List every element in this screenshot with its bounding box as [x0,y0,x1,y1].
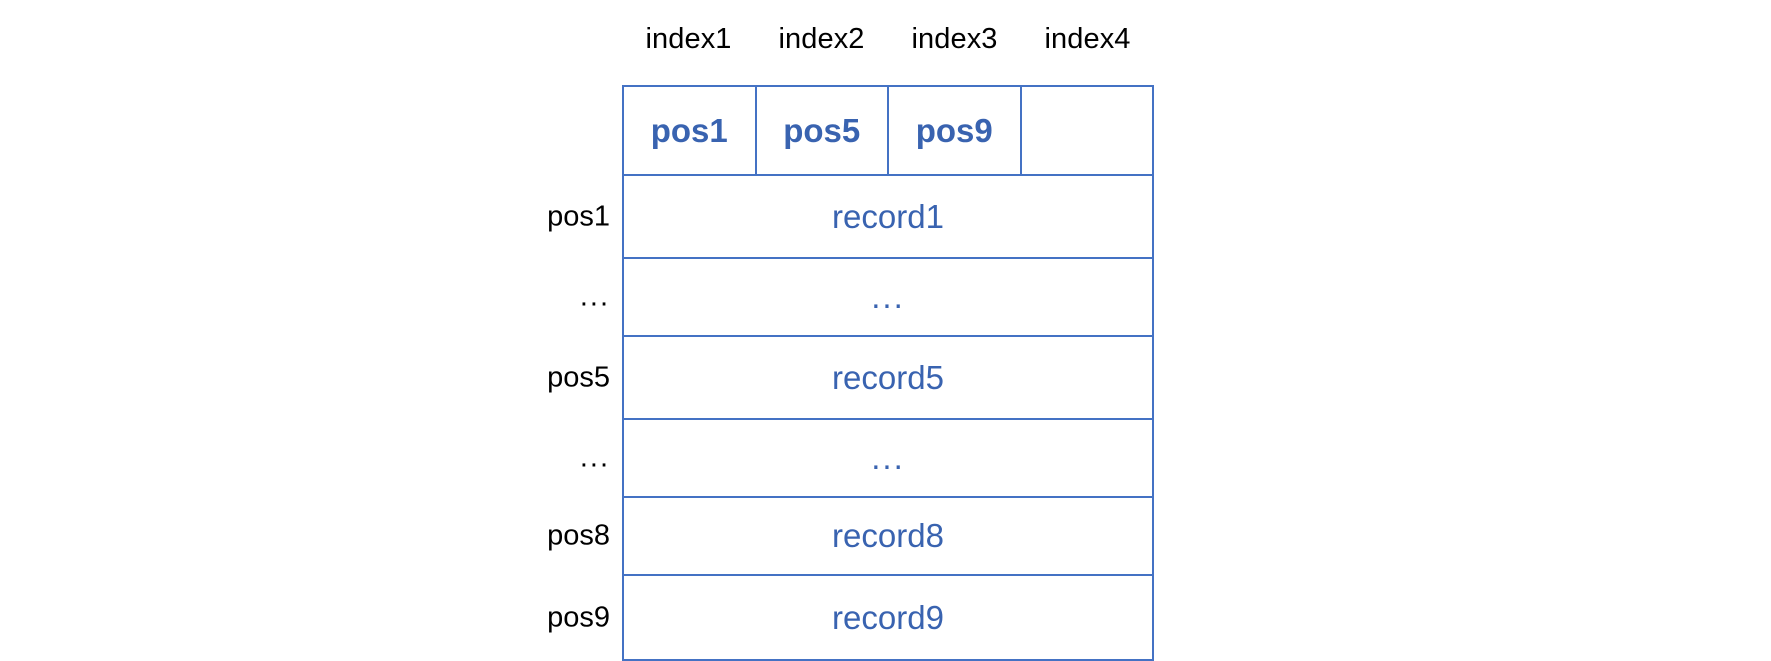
row-label-pos9: pos9 [547,601,610,633]
header-cell-index4 [1022,87,1153,174]
index-label-1: index1 [645,22,732,55]
record-value-ellipsis-2: ... [871,439,905,476]
header-cell-index1: pos1 [624,87,757,174]
table-header-row: pos1 pos5 pos9 [624,87,1152,176]
row-label-pos5: pos5 [547,361,610,393]
table-row: pos5 record5 [547,337,1152,420]
table-row: pos1 record1 [547,176,1152,259]
record-value-8: record8 [832,517,944,554]
index-label-row: index1 index2 index3 index4 [622,16,1154,62]
table-row: pos9 record9 [547,576,1152,659]
header-cell-index3: pos9 [889,87,1022,174]
index-label-2: index2 [778,22,865,55]
index-label-4: index4 [1044,22,1131,55]
table-row: ... ... [580,420,1152,498]
record-value-ellipsis-1: ... [871,278,905,315]
row-label-ellipsis-2: ... [579,441,610,474]
table-row: ... ... [580,259,1152,337]
row-label-ellipsis-1: ... [579,280,610,313]
index-label-3: index3 [911,22,998,55]
record-table: pos1 pos5 pos9 pos1 record1 ... ... pos5… [547,85,1154,661]
record-value-5: record5 [832,358,944,396]
header-cell-index2: pos5 [757,87,889,174]
record-value-1: record1 [832,197,944,235]
row-label-pos1: pos1 [547,200,610,232]
table-row: pos8 record8 [547,498,1152,576]
record-value-9: record9 [832,598,944,636]
row-label-pos8: pos8 [547,519,610,552]
